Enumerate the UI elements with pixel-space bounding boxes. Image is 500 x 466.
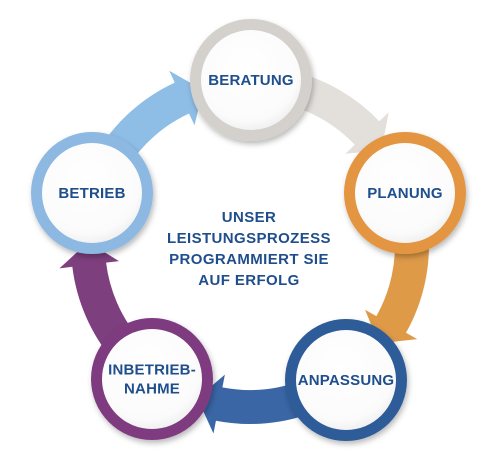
center-text-line-4: AUF ERFOLG [198,272,300,289]
step-disc-beratung [201,30,301,130]
step-node-anpassung: ANPASSUNG [285,319,407,441]
step-disc-anpassung [296,330,396,430]
cycle-nodes: BERATUNG PLANUNG ANPASSUNG INBETRIEB- NAHME B… [31,19,466,441]
center-text-line-3: PROGRAMMIERT SIE [169,251,329,268]
step-label-planung: PLANUNG [367,185,443,202]
center-text-line-2: LEISTUNGSPROZESS [167,230,331,247]
step-label-inbetriebnahme-line-1: INBETRIEB- [108,362,196,379]
cycle-arrow-beratung [285,71,389,154]
step-node-beratung: BERATUNG [190,19,312,141]
step-disc-planung [355,143,455,243]
step-node-planung: PLANUNG [344,132,466,254]
center-text-line-1: UNSER [222,209,277,226]
cycle-arrow-planung [365,230,430,344]
step-disc-betrieb [42,143,142,243]
center-statement: UNSER LEISTUNGSPROZESS PROGRAMMIERT SIE AUF… [167,209,331,289]
step-label-anpassung: ANPASSUNG [298,372,395,389]
step-label-beratung: BERATUNG [208,72,293,89]
step-label-inbetriebnahme-line-2: NAHME [124,381,180,398]
step-node-inbetriebnahme: INBETRIEB- NAHME [91,318,213,440]
step-node-betrieb: BETRIEB [31,132,153,254]
step-disc-inbetriebnahme [102,329,202,429]
step-label-betrieb: BETRIEB [58,185,125,202]
